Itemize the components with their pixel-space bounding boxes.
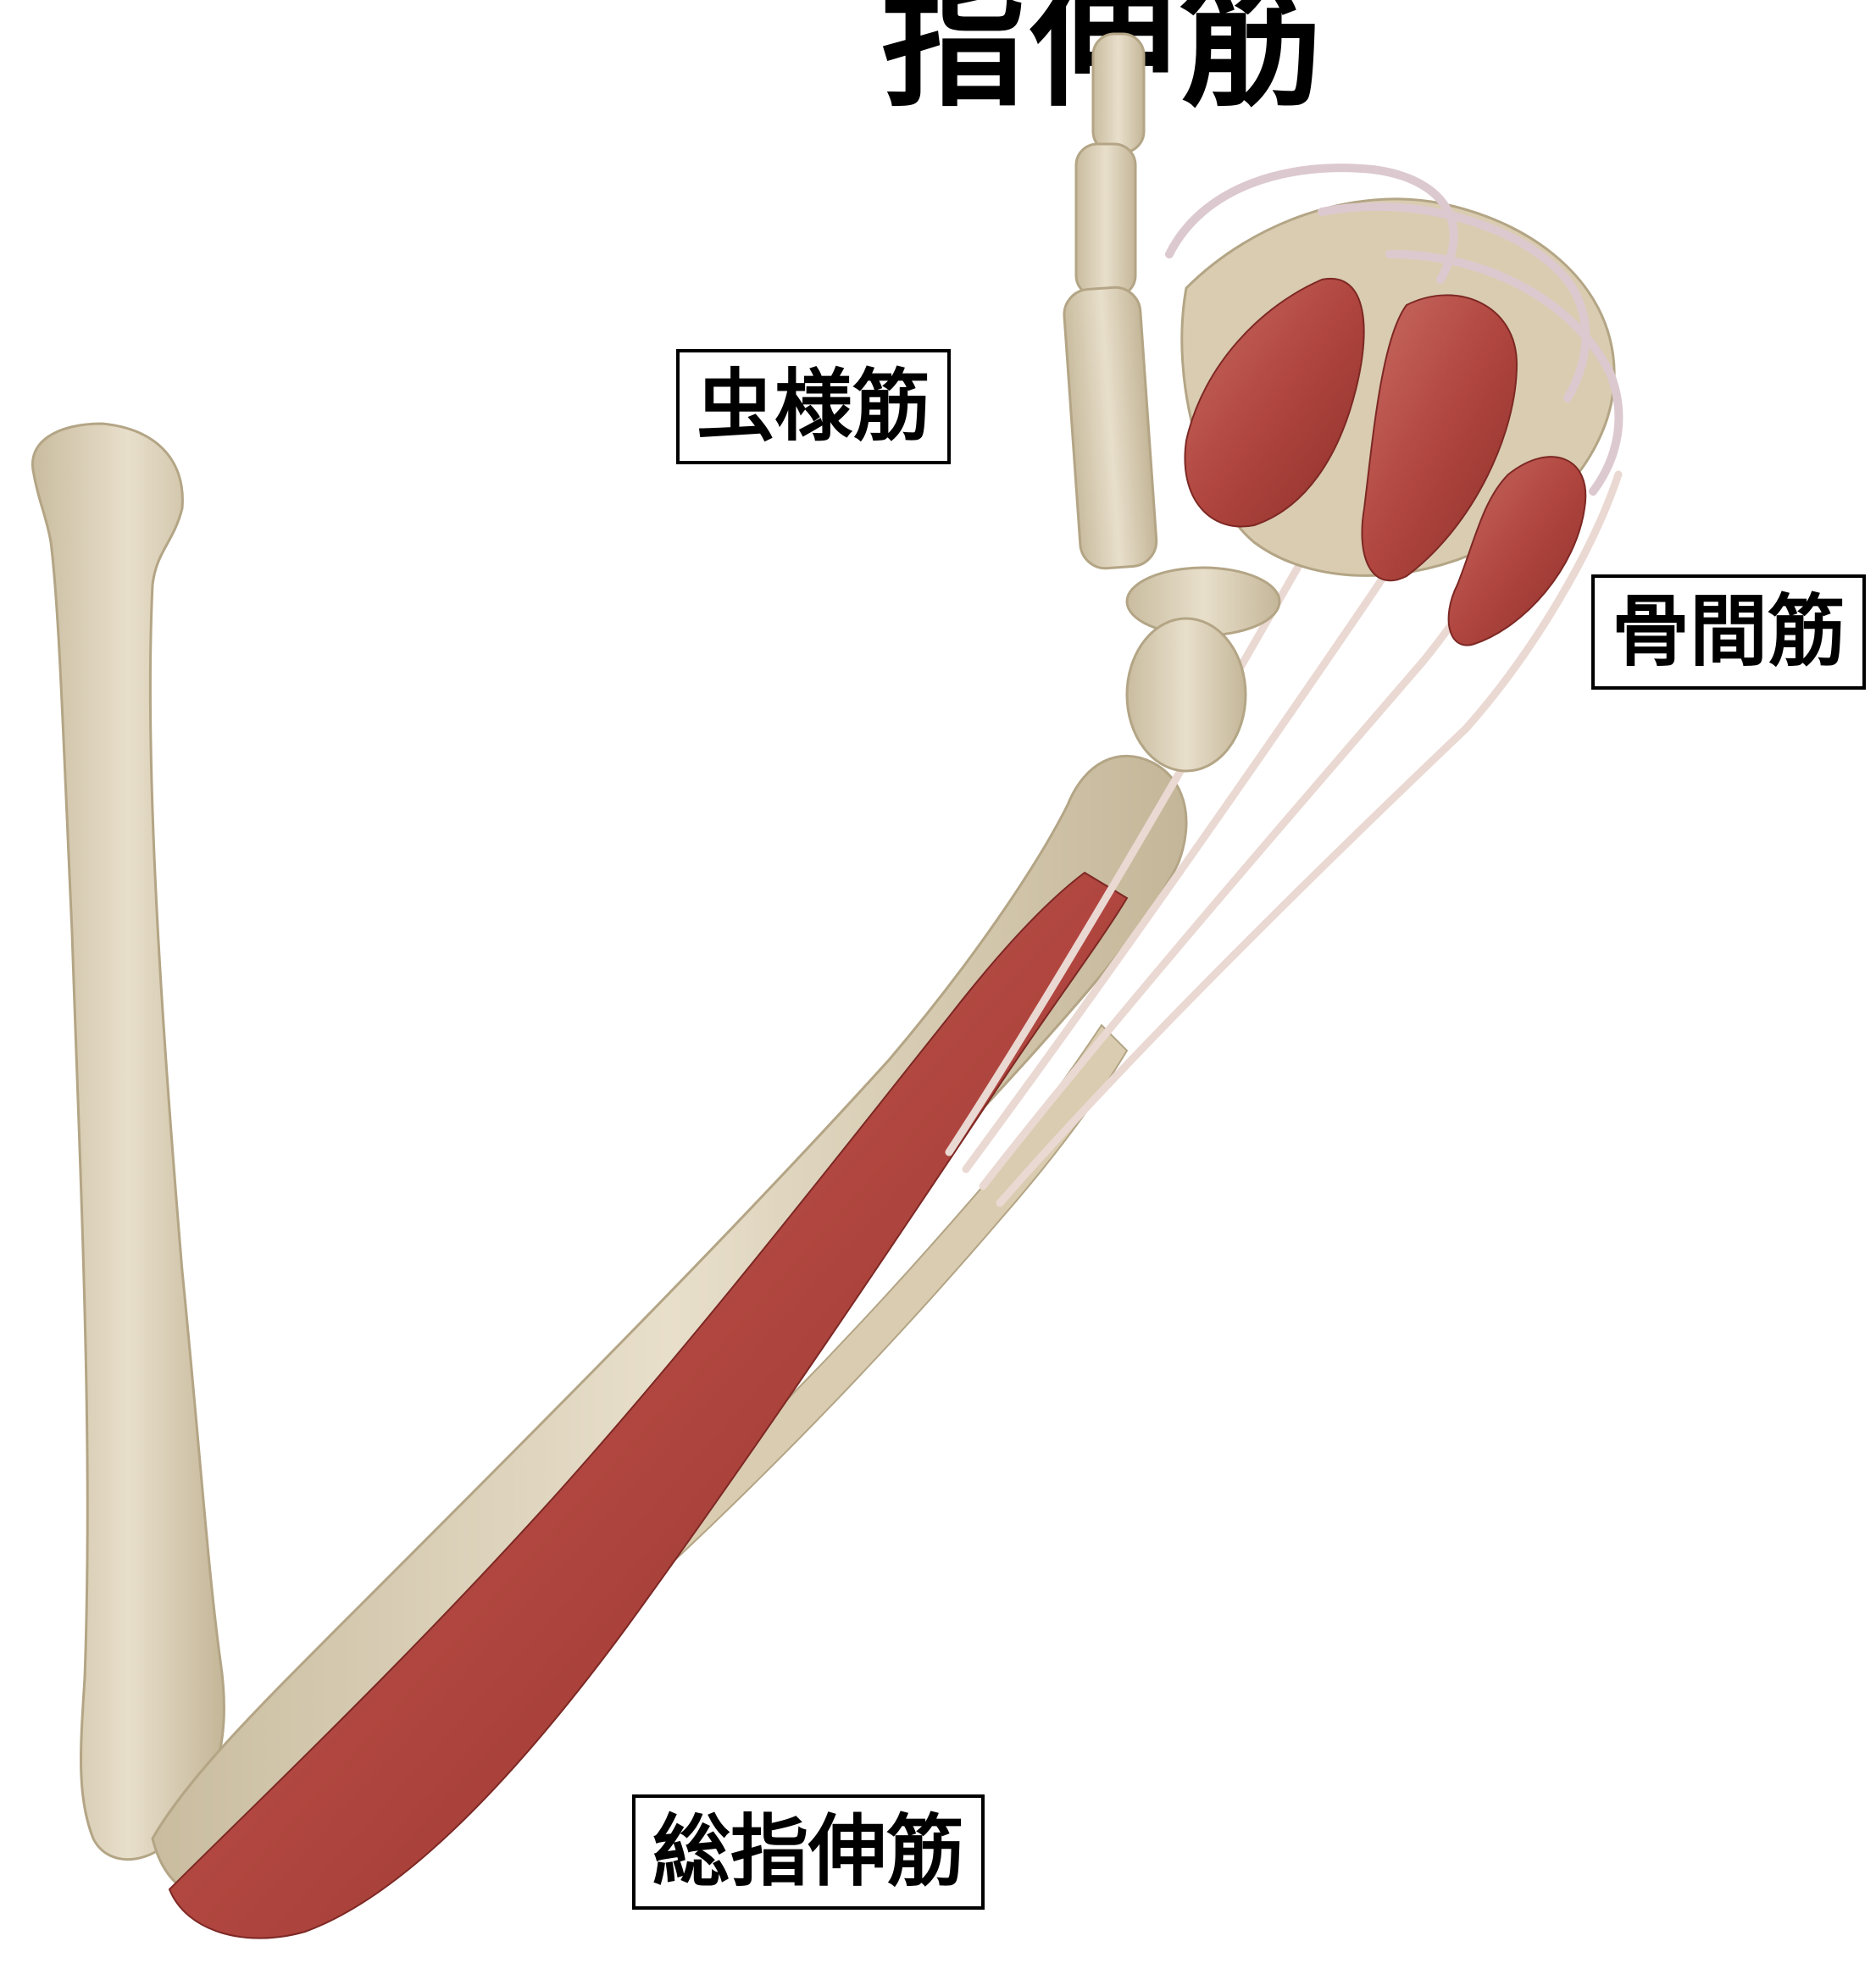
extensor-digitorum-muscle bbox=[169, 873, 1127, 1938]
humerus-bone bbox=[32, 424, 224, 1860]
label-extensor-digitorum: 総指伸筋 bbox=[632, 1794, 985, 1910]
label-interossei: 骨間筋 bbox=[1591, 574, 1866, 690]
label-lumbrical: 虫様筋 bbox=[676, 349, 951, 464]
